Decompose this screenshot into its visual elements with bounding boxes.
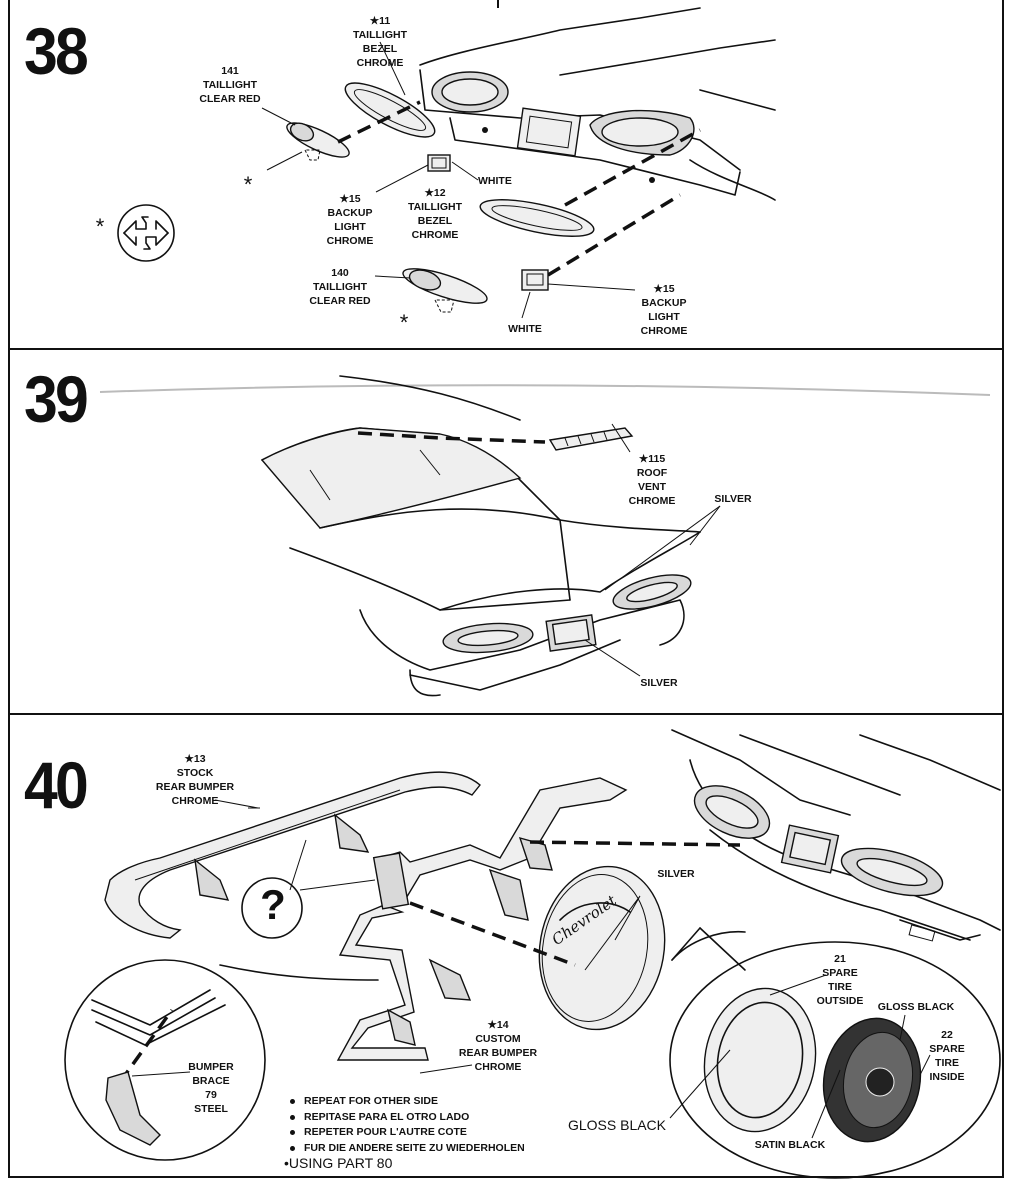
divider-38-39 bbox=[8, 348, 1004, 350]
connector-vent-to-roof bbox=[357, 431, 546, 444]
connector-backup-to-car bbox=[547, 193, 681, 277]
connector-brace-detail bbox=[118, 1008, 174, 1084]
label-silver-1: SILVER bbox=[714, 493, 752, 505]
asterisk-1: * bbox=[243, 172, 253, 197]
bumper-brace-79 bbox=[105, 1071, 161, 1146]
custom-bumper-lower-frame bbox=[336, 904, 429, 1061]
rear-window bbox=[260, 427, 522, 529]
step-39-illustration bbox=[99, 375, 991, 697]
connector-bumper-to-tire bbox=[409, 901, 576, 967]
bullet-item: REPEAT FOR OTHER SIDE bbox=[290, 1094, 525, 1110]
label-backup-light-15-a: ★15 BACKUP LIGHT CHROME bbox=[326, 193, 374, 247]
label-spare-tire-outside-21: 21 SPARE TIRE OUTSIDE bbox=[816, 953, 864, 1007]
label-roof-vent-115: ★115 ROOF VENT CHROME bbox=[628, 453, 676, 507]
car-rear-outline bbox=[671, 729, 851, 816]
spare-tire-assembly bbox=[538, 865, 666, 1031]
car-roof-line bbox=[419, 7, 701, 66]
backup-light-15-a bbox=[427, 154, 451, 172]
step-number: 38 bbox=[24, 14, 89, 88]
bumper-brace-detail-bubble bbox=[64, 959, 266, 1161]
rotate-symbol-icon bbox=[117, 204, 175, 262]
step-38-illustration bbox=[117, 7, 776, 319]
spare-tire-outside-21 bbox=[703, 987, 817, 1133]
asterisk-3: * bbox=[399, 310, 409, 335]
connector-bezel12-to-car bbox=[564, 128, 701, 207]
label-silver: SILVER bbox=[657, 868, 695, 880]
taillight-bezel-11 bbox=[344, 82, 436, 138]
using-part-note: •USING PART 80 bbox=[284, 1155, 393, 1171]
label-silver-2: SILVER bbox=[640, 677, 678, 689]
car-license-plate bbox=[516, 107, 582, 157]
roof-vent-115 bbox=[548, 427, 634, 451]
question-circle bbox=[241, 877, 303, 939]
label-white-1: WHITE bbox=[478, 175, 512, 187]
stock-bumper-bracket-a bbox=[194, 858, 230, 901]
top-notch bbox=[497, 0, 499, 8]
label-taillight-bezel-11: ★11 TAILLIGHT BEZEL CHROME bbox=[352, 15, 408, 69]
label-taillight-140: 140 TAILLIGHT CLEAR RED bbox=[309, 267, 371, 307]
connector-bumper-to-car bbox=[529, 840, 741, 847]
stock-bumper-bracket-b bbox=[334, 813, 370, 853]
label-gloss-black-2: GLOSS BLACK bbox=[567, 1117, 667, 1133]
label-backup-light-15-b: ★15 BACKUP LIGHT CHROME bbox=[640, 283, 688, 337]
step-number: 40 bbox=[24, 748, 89, 822]
trunk-edge bbox=[289, 531, 701, 611]
label-custom-rear-bumper-14: ★14 CUSTOM REAR BUMPER CHROME bbox=[458, 1019, 538, 1073]
repeat-instructions-list: REPEAT FOR OTHER SIDE REPITASE PARA EL O… bbox=[290, 1094, 525, 1156]
label-taillight-141: 141 TAILLIGHT CLEAR RED bbox=[199, 65, 261, 105]
label-bumper-brace-79: BUMPER BRACE 79 STEEL bbox=[188, 1061, 234, 1115]
taillight-bezel-12 bbox=[479, 199, 595, 237]
page-frame bbox=[8, 0, 1004, 1178]
label-stock-rear-bumper-13: ★13 STOCK REAR BUMPER CHROME bbox=[155, 753, 235, 807]
bullet-item: REPETER POUR L'AUTRE COTE bbox=[290, 1125, 525, 1141]
custom-bumper-plate-mount bbox=[372, 852, 410, 910]
label-spare-tire-inside-22: 22 SPARE TIRE INSIDE bbox=[929, 1029, 965, 1083]
connector-141-to-bezel bbox=[337, 100, 421, 144]
divider-39-40 bbox=[8, 713, 1004, 715]
car-roof-edge bbox=[339, 375, 521, 421]
step-number: 39 bbox=[24, 362, 89, 436]
label-white-2: WHITE bbox=[508, 323, 542, 335]
label-taillight-bezel-12: ★12 TAILLIGHT BEZEL CHROME bbox=[407, 187, 463, 241]
stock-rear-bumper-13 bbox=[104, 771, 481, 939]
label-gloss-black-1: GLOSS BLACK bbox=[877, 1001, 955, 1013]
bullet-item: REPITASE PARA EL OTRO LADO bbox=[290, 1110, 525, 1126]
question-mark: ? bbox=[260, 881, 286, 928]
bullet-item: FUR DIE ANDERE SEITE ZU WIEDERHOLEN bbox=[290, 1141, 525, 1157]
spare-tire-detail-bubble bbox=[669, 941, 1001, 1179]
asterisk-2: * bbox=[95, 214, 105, 239]
label-satin-black: SATIN BLACK bbox=[754, 1139, 826, 1151]
